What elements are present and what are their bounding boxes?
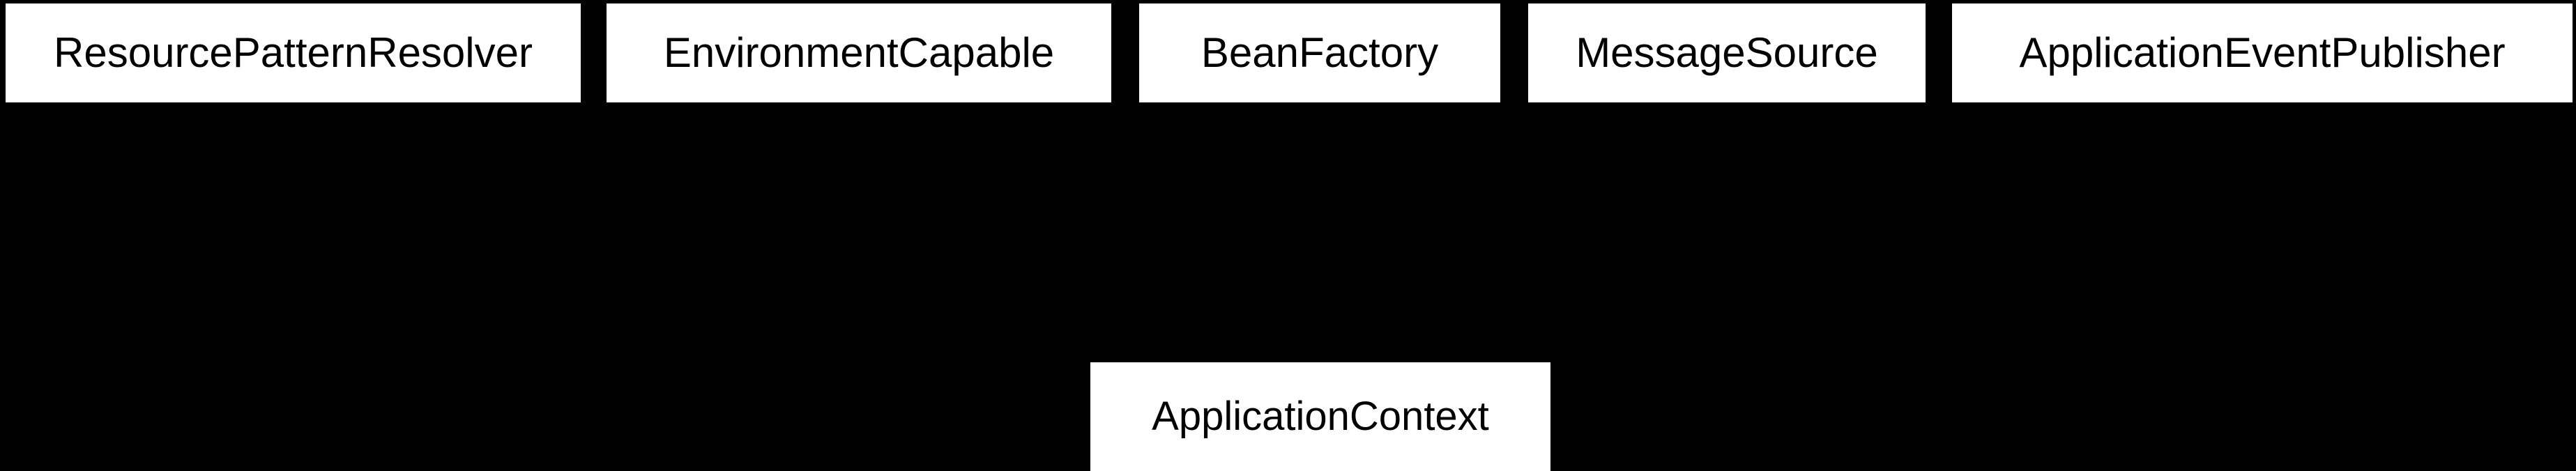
uml-node-label: ApplicationEventPublisher	[2019, 29, 2506, 76]
generalization-arrowhead-icon	[1709, 100, 1745, 129]
uml-node-application-event-publisher[interactable]: ApplicationEventPublisher	[1952, 3, 2573, 102]
connector-line	[857, 126, 1323, 362]
uml-node-message-source[interactable]: MessageSource	[1528, 3, 1926, 102]
connector-line	[1318, 126, 2264, 362]
uml-node-label: ResourcePatternResolver	[54, 29, 533, 76]
uml-node-environment-capable[interactable]: EnvironmentCapable	[607, 3, 1111, 102]
uml-node-label: ApplicationContext	[1152, 394, 1489, 439]
uml-node-label: BeanFactory	[1201, 29, 1439, 76]
generalization-arrowhead-icon	[841, 100, 877, 129]
uml-node-label: EnvironmentCapable	[663, 29, 1055, 76]
generalization-arrowhead-icon	[1302, 100, 1338, 129]
generalization-arrowhead-icon	[292, 100, 328, 129]
connector-line	[1318, 126, 1729, 362]
connector-line	[308, 126, 1323, 362]
uml-node-label: MessageSource	[1576, 29, 1878, 76]
generalization-connectors	[292, 100, 2280, 362]
uml-node-bean-factory[interactable]: BeanFactory	[1139, 3, 1500, 102]
uml-node-resource-pattern-resolver[interactable]: ResourcePatternResolver	[6, 3, 581, 102]
uml-node-application-context[interactable]: ApplicationContext	[1090, 362, 1550, 471]
generalization-arrowhead-icon	[2244, 100, 2280, 129]
